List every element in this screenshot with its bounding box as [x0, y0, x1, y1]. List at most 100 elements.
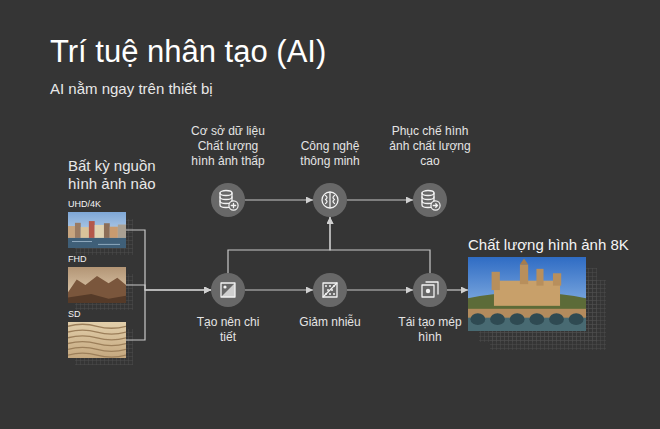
process-circle: Phục chế hình ảnh chất lượng cao	[413, 183, 447, 217]
picture-building	[118, 225, 126, 238]
picture	[68, 267, 126, 303]
connector	[447, 289, 468, 290]
picture-sky	[68, 212, 126, 248]
picture-dune	[68, 353, 126, 357]
circle-fill	[313, 183, 347, 217]
picture-building	[75, 223, 81, 238]
picture-water	[68, 238, 126, 248]
picture-building	[81, 227, 89, 238]
step-label: Tái tạo mép hình	[398, 315, 462, 345]
process-circle: Giảm nhiễu	[313, 273, 347, 307]
picture	[468, 257, 586, 331]
picture-arch	[510, 313, 525, 325]
circle-shape	[211, 273, 245, 307]
circle-fill	[413, 183, 447, 217]
picture-reflection	[72, 242, 120, 245]
connector	[347, 199, 413, 200]
process-circle: Cơ sở dữ liệu Chất lượng hình ảnh thấp	[211, 183, 245, 217]
circle-fill	[313, 273, 347, 307]
process-circle: Tạo nên chi tiết	[211, 273, 245, 307]
circle-shape	[413, 273, 447, 307]
icon-stroke	[220, 191, 232, 196]
icon-fill	[221, 283, 235, 297]
connector	[126, 285, 211, 290]
connector	[228, 217, 330, 273]
circle-shape	[313, 183, 347, 217]
icon-fill	[333, 293, 335, 295]
process-circle: Tái tạo mép hình	[413, 273, 447, 307]
icon-stroke	[422, 197, 434, 200]
label: Bất kỳ nguồn hình ảnh nào	[68, 157, 186, 193]
title: Trí tuệ nhân tạo (AI)	[50, 34, 326, 70]
image-label: FHD	[68, 254, 126, 265]
picture-sky	[68, 267, 126, 303]
icon-stroke	[323, 283, 337, 297]
picture-dune	[68, 347, 126, 351]
icon-fill	[329, 293, 331, 295]
picture-tower	[492, 272, 500, 290]
picture-tower	[553, 273, 561, 285]
process-circle: Công nghệ thông minh	[313, 183, 347, 217]
picture-building	[95, 225, 104, 238]
picture-arch	[470, 313, 485, 325]
icon-stroke	[426, 282, 438, 294]
picture-mountain	[68, 276, 126, 303]
icon-fill	[426, 289, 430, 293]
circle-fill	[211, 183, 245, 217]
picture-tower	[520, 264, 528, 284]
image-thumbnail: UHD/4K	[68, 212, 126, 248]
picture-dune	[68, 330, 126, 334]
icon-fill	[325, 285, 327, 287]
image-label: UHD/4K	[68, 199, 126, 210]
image-label: Chất lượng hình ảnh 8K	[468, 236, 586, 255]
label: AI nằm ngay trên thiết bị	[50, 80, 213, 98]
picture-arch	[569, 313, 584, 325]
icon-stroke	[322, 192, 338, 208]
icon-badge	[229, 201, 238, 210]
connector	[330, 217, 430, 273]
icon-stroke	[329, 193, 330, 208]
picture-dune	[68, 336, 126, 340]
picture-sky	[68, 322, 126, 358]
picture-sky	[468, 257, 586, 331]
picture-building	[110, 227, 118, 238]
circle-fill	[211, 273, 245, 307]
step-label: Giảm nhiễu	[295, 315, 365, 330]
circle-fill	[413, 273, 447, 307]
icon-stroke	[422, 191, 434, 196]
step-label: Công nghệ thông minh	[295, 139, 365, 169]
picture-ground	[68, 294, 126, 303]
icon-stroke	[221, 283, 235, 297]
icon-stroke	[422, 285, 434, 297]
icon-stroke	[326, 196, 328, 204]
circle-shape	[313, 273, 347, 307]
icon-stroke	[433, 204, 437, 207]
step-label: Cơ sở dữ liệu Chất lượng hình ảnh thấp	[186, 124, 270, 169]
icon-stroke	[231, 203, 235, 207]
picture-arch	[490, 313, 505, 325]
image-thumbnail: Chất lượng hình ảnh 8K	[468, 257, 586, 331]
picture-arch	[529, 313, 544, 325]
picture-building	[68, 226, 75, 238]
connector	[245, 289, 313, 290]
step-label: Phục chế hình ảnh chất lượng cao	[388, 124, 472, 169]
connector	[126, 230, 211, 290]
picture-dune	[68, 324, 126, 328]
picture	[68, 322, 126, 358]
image-thumbnail: SD	[68, 322, 126, 358]
image-label: SD	[68, 309, 126, 320]
icon-badge	[431, 201, 440, 210]
picture-spire	[520, 258, 528, 264]
connector	[245, 199, 313, 200]
picture-building	[89, 221, 95, 238]
icon-stroke	[220, 197, 232, 200]
circle-shape	[211, 183, 245, 217]
picture-arch	[549, 313, 564, 325]
circle-shape	[413, 183, 447, 217]
icon-stroke	[333, 196, 335, 204]
picture-bridge	[468, 309, 586, 318]
picture-building	[104, 223, 110, 238]
picture-dune	[68, 342, 126, 346]
picture-river	[468, 316, 586, 331]
picture-tower	[536, 269, 543, 286]
